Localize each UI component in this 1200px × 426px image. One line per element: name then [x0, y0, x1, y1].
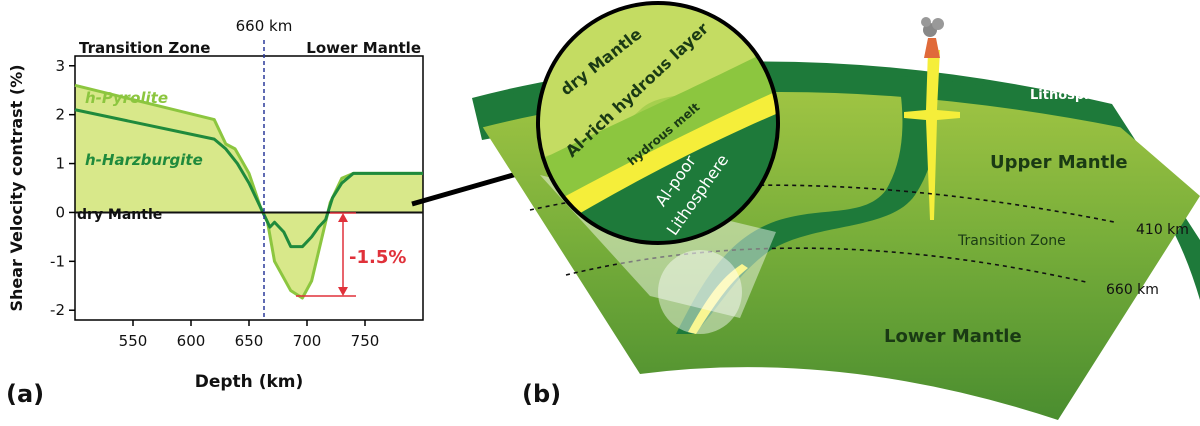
boundary-660-label: 660 km: [236, 17, 293, 35]
y-tick-label-1: 1: [55, 155, 65, 173]
depth-410-label: 410 km: [1136, 222, 1189, 238]
pyrolite-fill-area: [75, 85, 423, 298]
lower-mantle-top-label: Lower Mantle: [306, 39, 421, 57]
plume-puff-2: [932, 18, 944, 30]
h-harzburgite-line: [74, 108, 423, 249]
inset-border: [536, 1, 780, 245]
dry-mantle-label: dry Mantle: [77, 207, 162, 223]
slab-hydrous-melt: [688, 264, 748, 334]
inset-magnifier: dry Mantle Al-rich hydrous layer hydrous…: [536, 1, 780, 245]
chart-series-layer: [74, 83, 423, 300]
contrast-arrow-up: [338, 213, 348, 222]
contrast-value-label: -1.5%: [349, 247, 406, 268]
inset-dry-mantle-region: [538, 3, 778, 160]
h-pyrolite-label: h-Pyrolite: [85, 89, 168, 107]
x-tick-label-700: 700: [293, 332, 322, 350]
transition-zone-top-label: Transition Zone: [79, 39, 210, 57]
plume-puff-3: [921, 17, 931, 27]
y-tick-label-3: 3: [55, 57, 65, 75]
chart-ticks: 550 600 650 700 750 -2 -1 0 1 2 3: [50, 57, 379, 350]
x-tick-label-750: 750: [351, 332, 380, 350]
y-tick-label-0: 0: [55, 203, 65, 221]
y-tick-label-2: 2: [55, 106, 65, 124]
chart-fill-layer: [75, 85, 423, 298]
lithosphere-label: Lithosphere: [1030, 88, 1118, 103]
y-axis-label: Shear Velocity contrast (%): [7, 64, 26, 311]
inset-hydrous-melt-layer: [540, 85, 778, 236]
panel-a-label: (a): [6, 380, 44, 408]
h-harzburgite-label: h-Harzburgite: [85, 151, 203, 169]
panel-a-chart: 550 600 650 700 750 -2 -1 0 1 2 3 660 km Transitio…: [6, 17, 424, 408]
transition-zone-label: Transition Zone: [957, 233, 1066, 249]
inset-al-rich-layer: [538, 40, 778, 215]
panel-b-label: (b): [522, 380, 561, 408]
x-tick-label-550: 550: [119, 332, 148, 350]
contrast-arrow-down: [338, 287, 348, 296]
volcano-icon: [924, 38, 940, 58]
x-tick-label-600: 600: [177, 332, 206, 350]
zoom-spot: [658, 250, 742, 334]
volcano-melt-column: [904, 50, 960, 220]
depth-660-label: 660 km: [1106, 282, 1159, 298]
y-tick-label--1: -1: [50, 252, 65, 270]
depth-660-line: [565, 247, 1087, 283]
lower-mantle-label: Lower Mantle: [884, 326, 1022, 347]
upper-mantle-label: Upper Mantle: [990, 152, 1128, 173]
y-tick-label--2: -2: [50, 301, 65, 319]
x-axis-label: Depth (km): [195, 372, 304, 392]
x-tick-label-650: 650: [235, 332, 264, 350]
